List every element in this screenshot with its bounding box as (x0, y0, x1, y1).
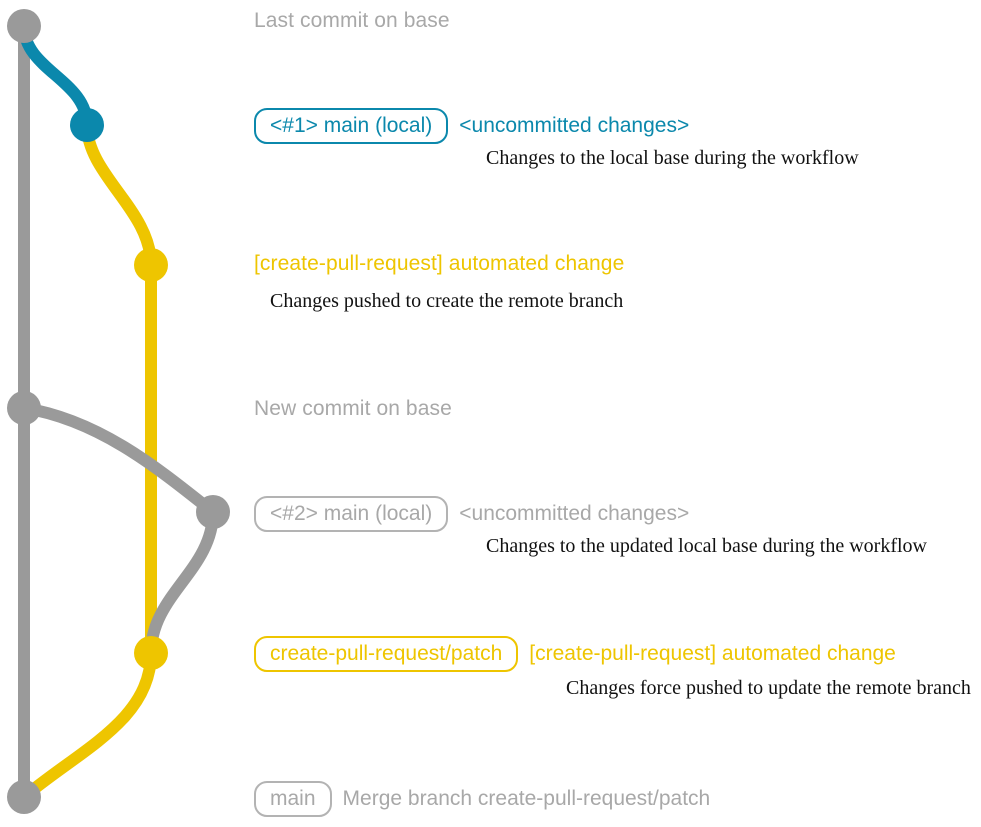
row-last-commit-on-base: Last commit on base (254, 10, 450, 31)
row-automated-change-2: create-pull-request/patch [create-pull-re… (254, 636, 896, 672)
commit-description: Changes to the local base during the wor… (486, 147, 859, 169)
commit-node-merge-commit[interactable] (7, 780, 41, 814)
commit-node-local-main-2[interactable] (196, 495, 230, 529)
edge-local-main-1-to-automated-1 (81, 119, 157, 271)
row-local-main-2: <#2> main (local) <uncommitted changes> (254, 496, 689, 532)
ref-badge[interactable]: <#1> main (local) (254, 108, 449, 144)
edge-local-main-2-to-automated-2 (145, 506, 219, 659)
row-new-commit-on-base: New commit on base (254, 398, 452, 419)
section-label: Last commit on base (254, 9, 450, 32)
ref-badge[interactable]: create-pull-request/patch (254, 636, 519, 672)
edge-new-base-to-local-main-2 (18, 402, 219, 518)
row-local-main-1: <#1> main (local) <uncommitted changes> (254, 108, 689, 144)
commit-description: Changes to the updated local base during… (486, 535, 927, 557)
row-automated-change-1: [create-pull-request] automated change (254, 253, 624, 274)
commit-subject: <uncommitted changes> (459, 502, 690, 525)
section-label: New commit on base (254, 397, 452, 420)
commit-node-last-commit-on-base[interactable] (7, 9, 41, 43)
commit-subject: <uncommitted changes> (459, 114, 690, 137)
commit-description: Changes pushed to create the remote bran… (270, 290, 624, 312)
commit-node-new-commit-on-base[interactable] (7, 391, 41, 425)
commit-node-automated-change-1[interactable] (134, 248, 168, 282)
commit-subject: Merge branch create-pull-request/patch (342, 787, 711, 810)
commit-subject: [create-pull-request] automated change (529, 642, 896, 665)
row-merge-commit: main Merge branch create-pull-request/pat… (254, 781, 710, 817)
commit-description: Changes force pushed to update the remot… (566, 677, 971, 699)
edge-base-to-local-main-1 (18, 20, 93, 131)
section-label: [create-pull-request] automated change (254, 252, 625, 275)
edge-automated-2-to-merge (18, 647, 157, 803)
ref-badge[interactable]: <#2> main (local) (254, 496, 449, 532)
commit-node-automated-change-2[interactable] (134, 636, 168, 670)
commit-node-local-main-1[interactable] (70, 108, 104, 142)
ref-badge[interactable]: main (254, 781, 332, 817)
